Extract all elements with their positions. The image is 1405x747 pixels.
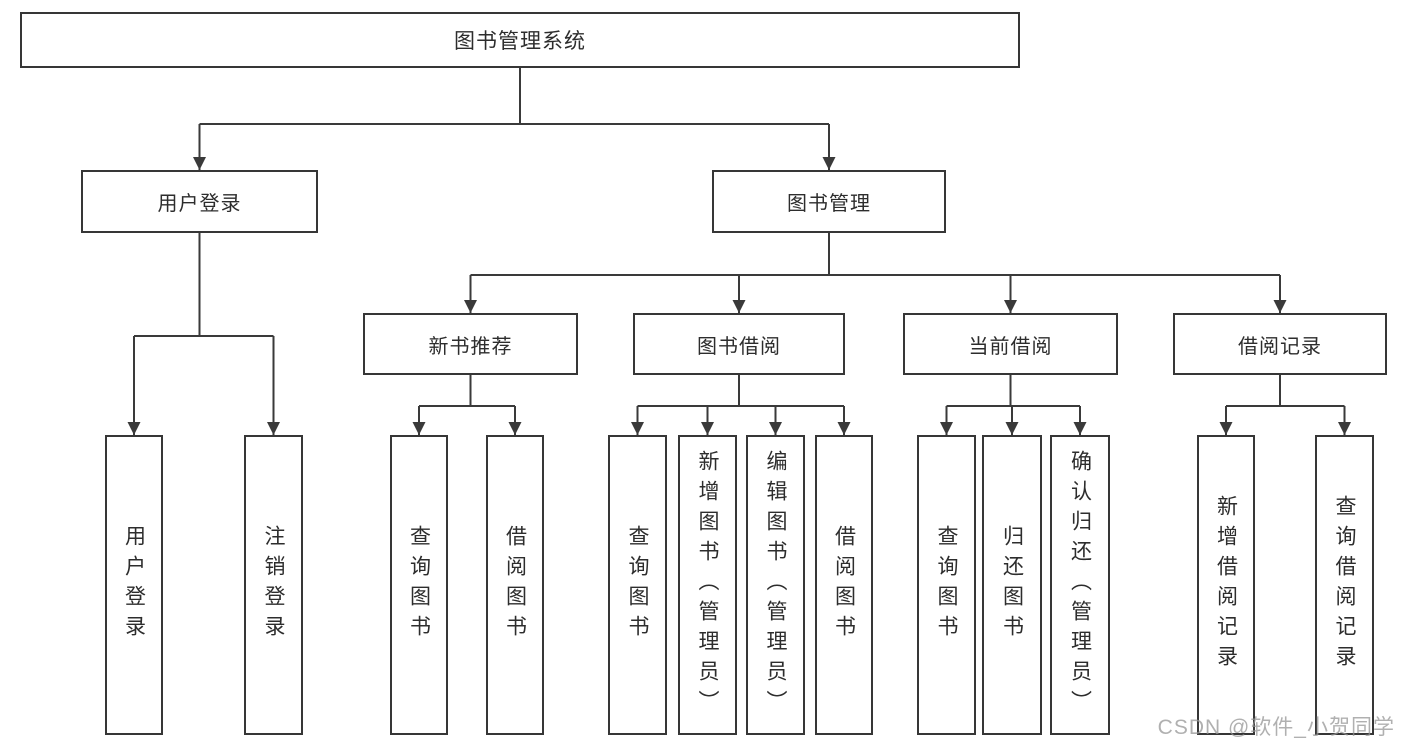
- node-book-borrowing: 图书借阅: [633, 313, 845, 375]
- leaf-cur-return-books: 归还图书: [982, 435, 1042, 735]
- node-book-borrowing-label: 图书借阅: [697, 335, 781, 358]
- leaf-cur-confirm-return-admin-label: 确认归还（管理员）: [1068, 450, 1092, 720]
- node-new-book-recommend-label: 新书推荐: [428, 335, 513, 358]
- node-current-borrowing: 当前借阅: [903, 313, 1118, 375]
- leaf-logout-label: 注销登录: [262, 525, 285, 645]
- connector-root-trunk: [199, 68, 829, 125]
- node-root: 图书管理系统: [20, 12, 1020, 68]
- connector-book-borrow-trunk: [637, 375, 844, 407]
- node-borrow-records: 借阅记录: [1173, 313, 1387, 375]
- node-new-book-recommend: 新书推荐: [363, 313, 578, 375]
- leaf-rec-query-books-label: 查询图书: [407, 525, 431, 645]
- node-root-label: 图书管理系统: [454, 30, 586, 53]
- leaf-bor-query-books: 查询图书: [608, 435, 667, 735]
- leaf-cur-query-books: 查询图书: [917, 435, 976, 735]
- leaf-logout: 注销登录: [244, 435, 303, 735]
- node-current-borrowing-label: 当前借阅: [968, 335, 1053, 358]
- leaf-user-login: 用户登录: [105, 435, 163, 735]
- leaf-bor-query-books-label: 查询图书: [626, 525, 649, 645]
- leaf-add-borrow-record-label: 新增借阅记录: [1214, 495, 1238, 675]
- connector-current-borrow-trunk: [946, 375, 1080, 407]
- leaf-query-borrow-record: 查询借阅记录: [1315, 435, 1374, 735]
- leaf-rec-borrow-books-label: 借阅图书: [503, 525, 527, 645]
- leaf-cur-confirm-return-admin: 确认归还（管理员）: [1050, 435, 1110, 735]
- node-borrow-records-label: 借阅记录: [1238, 335, 1322, 358]
- leaf-user-login-label: 用户登录: [122, 525, 146, 645]
- leaf-bor-borrow-books: 借阅图书: [815, 435, 873, 735]
- leaf-bor-edit-books-admin-label: 编辑图书（管理员）: [764, 450, 787, 720]
- leaf-cur-return-books-label: 归还图书: [1000, 525, 1024, 645]
- leaf-bor-edit-books-admin: 编辑图书（管理员）: [746, 435, 805, 735]
- leaf-rec-borrow-books: 借阅图书: [486, 435, 544, 735]
- node-book-management: 图书管理: [712, 170, 946, 233]
- csdn-watermark: CSDN @软件_小贺同学: [1157, 716, 1395, 739]
- leaf-bor-borrow-books-label: 借阅图书: [832, 525, 856, 645]
- connector-user-login-trunk: [134, 233, 274, 337]
- leaf-rec-query-books: 查询图书: [390, 435, 448, 735]
- leaf-bor-add-books-admin-label: 新增图书（管理员）: [696, 450, 719, 720]
- node-user-login-label: 用户登录: [157, 193, 242, 215]
- leaf-cur-query-books-label: 查询图书: [935, 525, 958, 645]
- node-user-login: 用户登录: [81, 170, 318, 233]
- connector-book-mgmt-trunk: [470, 233, 1280, 276]
- leaf-bor-add-books-admin: 新增图书（管理员）: [678, 435, 737, 735]
- node-book-management-label: 图书管理: [787, 193, 871, 215]
- connector-new-book-rec-trunk: [419, 375, 515, 407]
- connector-borrow-records-trunk: [1226, 375, 1345, 407]
- leaf-add-borrow-record: 新增借阅记录: [1197, 435, 1255, 735]
- leaf-query-borrow-record-label: 查询借阅记录: [1333, 495, 1356, 675]
